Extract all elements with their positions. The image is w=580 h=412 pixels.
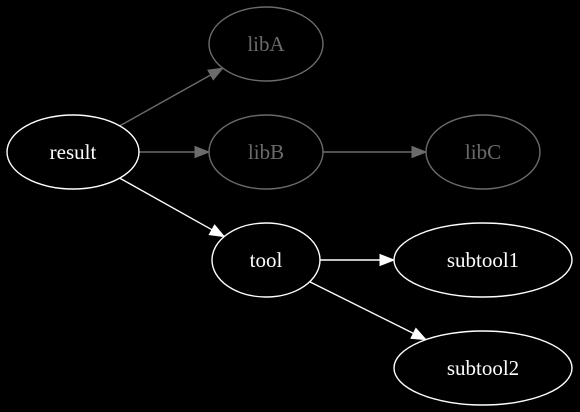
edge-arrowhead (410, 327, 428, 341)
node-libB: libB (208, 114, 324, 190)
node-tool: tool (211, 222, 321, 298)
edge-tool-to-subtool1 (320, 253, 396, 267)
node-ellipse (211, 222, 321, 298)
edge-result-to-libB (139, 145, 211, 159)
edge-line (119, 74, 211, 127)
node-libA: libA (208, 6, 324, 82)
node-label: subtool2 (447, 356, 519, 380)
node-label: libA (247, 32, 285, 56)
edge-result-to-libA (119, 67, 224, 127)
edge-tool-to-subtool2 (309, 281, 428, 341)
edge-arrowhead (411, 145, 428, 159)
node-ellipse (425, 114, 541, 190)
edge-arrowhead (208, 224, 226, 238)
nodes-layer: result libA libB libC tool subtool1 subtool2 (6, 6, 573, 406)
node-subtool1: subtool1 (393, 222, 573, 298)
edge-arrowhead (194, 145, 211, 159)
edge-result-to-tool (119, 177, 226, 238)
edge-arrowhead (379, 253, 396, 267)
edge-libB-to-libC (323, 145, 428, 159)
node-label: libC (465, 140, 501, 164)
node-libC: libC (425, 114, 541, 190)
node-label: tool (250, 248, 283, 272)
node-ellipse (208, 6, 324, 82)
edges-layer (119, 67, 428, 341)
node-ellipse (393, 330, 573, 406)
node-label: libB (248, 140, 284, 164)
node-result: result (6, 114, 140, 190)
node-ellipse (393, 222, 573, 298)
edge-line (119, 177, 213, 231)
node-subtool2: subtool2 (393, 330, 573, 406)
node-label: subtool1 (447, 248, 519, 272)
edge-line (309, 281, 414, 335)
node-ellipse (6, 114, 140, 190)
node-label: result (50, 140, 97, 164)
edge-arrowhead (207, 67, 224, 81)
node-ellipse (208, 114, 324, 190)
